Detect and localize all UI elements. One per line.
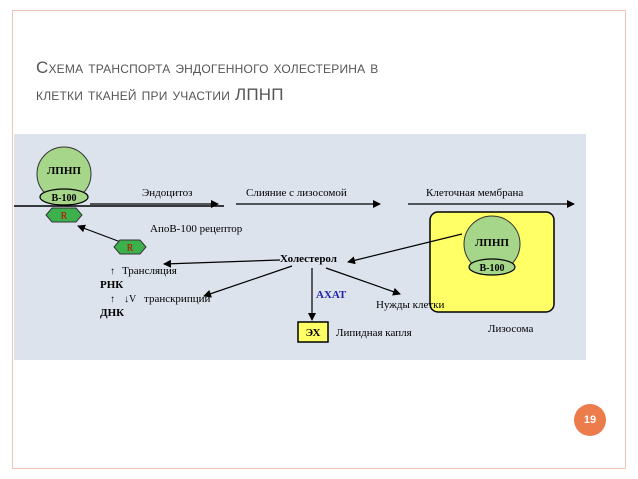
cell-needs-label: Нужды клетки — [376, 299, 445, 311]
ester-label: ЭХ — [306, 327, 321, 339]
down-arrow-transcription: ↓V — [124, 294, 137, 305]
apob-receptor-label: АпоВ-100 рецептор — [150, 223, 243, 235]
b100-label-right: В-100 — [480, 263, 505, 274]
arrow-lysosome-cholesterol — [347, 233, 463, 265]
arrow-cholesterol-transcription — [203, 265, 293, 298]
cholesterol-label: Холестерол — [280, 253, 337, 265]
receptor-bottom — [113, 239, 147, 255]
dna-label: ДНК — [100, 307, 124, 319]
slide-title: Схема транспорта эндогенного холестерина… — [36, 54, 596, 108]
ldl-label-right: ЛПНП — [475, 237, 509, 249]
receptor-top-label: R — [61, 211, 68, 222]
slide-title-line-2: клетки тканей при участии ЛПНП — [36, 85, 284, 104]
ldl-label-left: ЛПНП — [47, 165, 81, 177]
fusion-label: Слияние с лизосомой — [246, 187, 347, 199]
transcription-label: транскрипции — [144, 293, 210, 305]
cell-membrane-label: Клеточная мембрана — [426, 187, 523, 199]
acat-label: АХАТ — [316, 289, 347, 301]
slide-frame — [12, 10, 626, 469]
b100-right — [468, 258, 516, 276]
lipid-drop-label: Липидная капля — [336, 327, 412, 339]
endocytosis-label: Эндоцитоз — [142, 187, 193, 199]
b100-left — [39, 188, 89, 206]
receptor-bottom-label: R — [127, 243, 134, 254]
ldl-transport-diagram: ЛПНП В-100 R Эндоцитоз Слияние с лизосом… — [14, 134, 586, 360]
arrow-cholesterol-regulation — [163, 259, 281, 268]
page-number-badge: 19 — [574, 404, 606, 436]
arrow-cholesterol-needs — [325, 267, 401, 296]
receptor-top — [45, 207, 83, 223]
b100-label-left: В-100 — [52, 193, 77, 204]
lysosome-label: Лизосома — [488, 323, 533, 335]
up-arrow-transcription: ↑ — [110, 294, 115, 305]
diagram-svg: ЛПНП В-100 R Эндоцитоз Слияние с лизосом… — [14, 146, 575, 343]
arrow-recycling — [77, 224, 127, 245]
translation-label: Трансляция — [122, 265, 177, 277]
rna-label: РНК — [100, 279, 123, 291]
up-arrow-translation: ↑ — [110, 266, 115, 277]
slide-title-line-1: Схема транспорта эндогенного холестерина… — [36, 58, 379, 77]
ester-box — [297, 321, 329, 343]
